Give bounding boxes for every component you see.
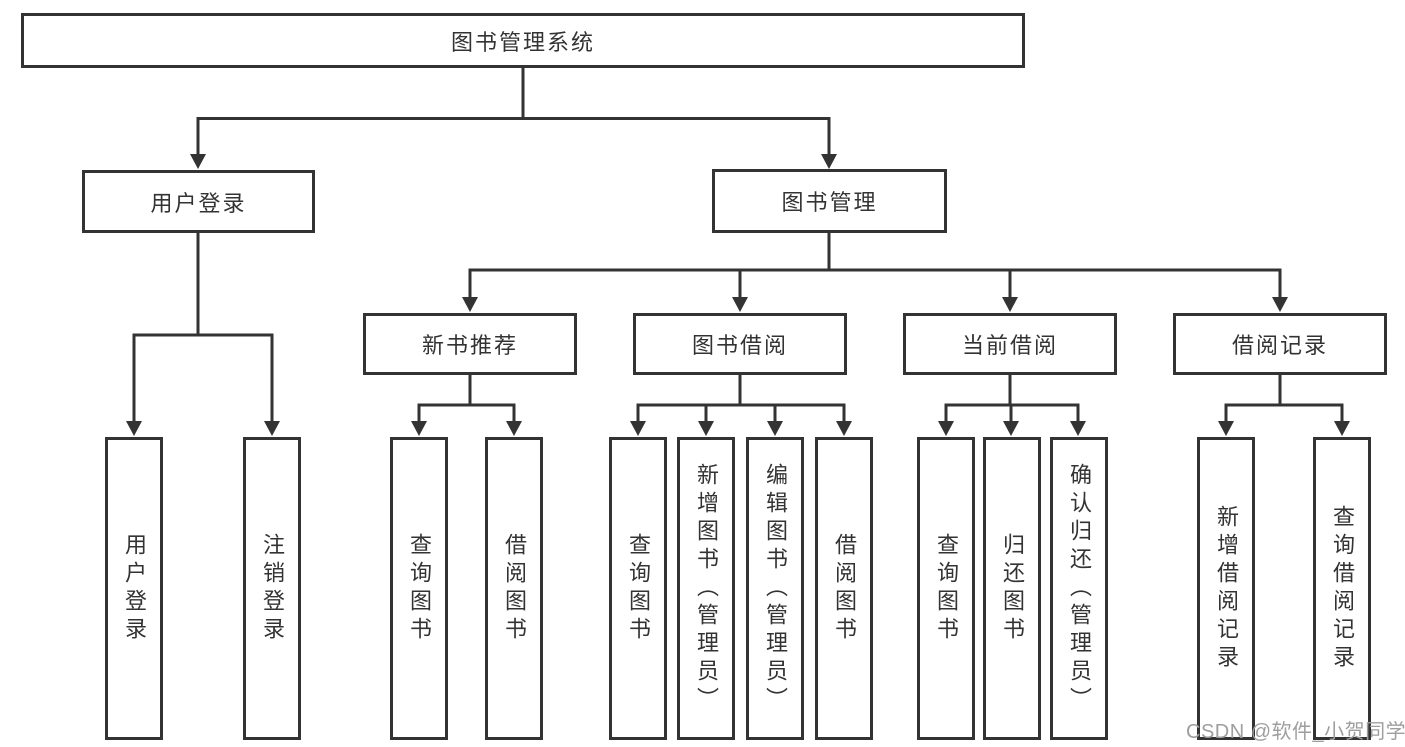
leaf-borrow-borrow-books: 借阅图书 — [815, 437, 873, 740]
node-book-management-label: 图书管理 — [781, 190, 878, 215]
leaf-current-return-books-label: 归还图书 — [1000, 532, 1025, 645]
leaf-borrow-add-books-admin: 新增图书（管理员） — [677, 437, 735, 740]
leaf-borrow-edit-books-admin-label: 编辑图书（管理员） — [763, 462, 788, 715]
leaf-records-add-record: 新增借阅记录 — [1197, 437, 1255, 740]
leaf-records-add-record-label: 新增借阅记录 — [1214, 504, 1239, 673]
leaf-logout: 注销登录 — [243, 437, 301, 740]
node-new-book-recommend: 新书推荐 — [363, 313, 577, 375]
leaf-recommend-query-books-label: 查询图书 — [407, 532, 432, 645]
leaf-logout-label: 注销登录 — [260, 532, 285, 645]
leaf-recommend-borrow-books: 借阅图书 — [485, 437, 543, 740]
node-new-book-recommend-label: 新书推荐 — [421, 333, 518, 358]
leaf-current-confirm-return-admin: 确认归还（管理员） — [1050, 437, 1108, 740]
leaf-recommend-query-books: 查询图书 — [390, 437, 448, 740]
leaf-user-login-label: 用户登录 — [122, 532, 147, 645]
leaf-records-query-record-label: 查询借阅记录 — [1330, 504, 1355, 673]
leaf-borrow-query-books-label: 查询图书 — [626, 532, 651, 645]
node-current-borrow: 当前借阅 — [903, 313, 1117, 375]
node-root-system: 图书管理系统 — [21, 13, 1025, 68]
node-borrow-records-label: 借阅记录 — [1231, 333, 1328, 358]
node-book-borrow-label: 图书借阅 — [691, 333, 788, 358]
node-borrow-records: 借阅记录 — [1173, 313, 1387, 375]
node-user-login-label: 用户登录 — [150, 190, 247, 216]
watermark-text: CSDN @软件_小贺同学 — [1186, 721, 1405, 743]
leaf-records-query-record: 查询借阅记录 — [1313, 437, 1371, 740]
leaf-recommend-borrow-books-label: 借阅图书 — [502, 532, 527, 645]
leaf-borrow-edit-books-admin: 编辑图书（管理员） — [746, 437, 804, 740]
node-user-login: 用户登录 — [82, 170, 315, 233]
node-book-management: 图书管理 — [712, 169, 947, 233]
node-current-borrow-label: 当前借阅 — [961, 333, 1058, 358]
leaf-borrow-borrow-books-label: 借阅图书 — [832, 532, 857, 645]
leaf-current-query-books: 查询图书 — [917, 437, 975, 740]
node-root-label: 图书管理系统 — [450, 29, 595, 55]
leaf-current-confirm-return-admin-label: 确认归还（管理员） — [1067, 462, 1092, 715]
leaf-current-return-books: 归还图书 — [983, 437, 1041, 740]
node-book-borrow: 图书借阅 — [633, 313, 847, 375]
leaf-current-query-books-label: 查询图书 — [934, 532, 959, 645]
leaf-borrow-add-books-admin-label: 新增图书（管理员） — [694, 462, 719, 715]
leaf-user-login: 用户登录 — [105, 437, 163, 740]
leaf-borrow-query-books: 查询图书 — [609, 437, 667, 740]
